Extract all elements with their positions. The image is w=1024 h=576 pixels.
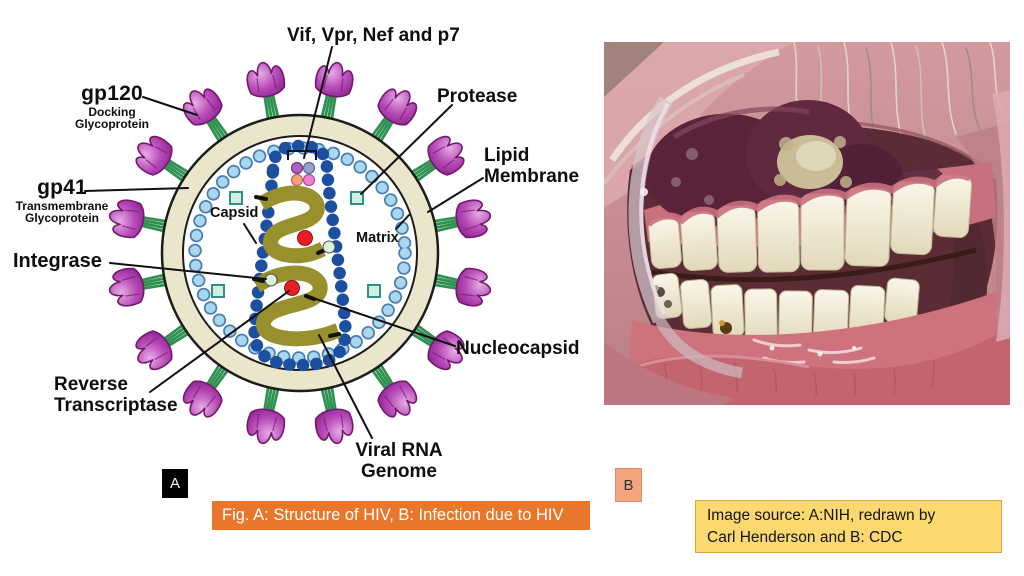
cheek-retractor xyxy=(628,96,744,379)
integrase-dots xyxy=(264,240,336,287)
figure-caption: Fig. A: Structure of HIV, B: Infection d… xyxy=(212,501,590,530)
panel-b-photo xyxy=(604,42,1010,405)
lower-teeth xyxy=(651,272,920,346)
label-protease: Protease xyxy=(437,86,518,107)
lower-lip xyxy=(604,326,1010,405)
rna-genome xyxy=(252,185,341,347)
label-gp120-group: gp120 Docking Glycoprotein xyxy=(56,82,168,131)
label-gp120-sub2: Glycoprotein xyxy=(74,117,149,132)
label-gp120: gp120 xyxy=(81,82,143,105)
panel-a-label: A xyxy=(162,469,188,498)
label-gp41: gp41 xyxy=(37,176,87,199)
label-nucleocapsid: Nucleocapsid xyxy=(456,338,580,359)
hiv-structure-diagram xyxy=(84,46,492,445)
accessory-protein-cluster xyxy=(287,150,317,187)
label-gp41-sub2: Glycoprotein xyxy=(24,211,99,226)
label-reverse-transcriptase: Reverse Transcriptase xyxy=(54,374,178,417)
leader-lines xyxy=(84,46,484,439)
label-lipid-membrane: Lipid Membrane xyxy=(484,145,580,188)
label-viral-rna-genome: Viral RNA Genome xyxy=(355,440,443,483)
facial-hair xyxy=(793,42,1003,147)
gumline xyxy=(645,171,972,227)
image-source-line2: Carl Henderson and B: CDC xyxy=(707,529,903,546)
label-gp120-sub1: Docking xyxy=(88,104,136,119)
label-integrase: Integrase xyxy=(13,250,102,272)
label-capsid: Capsid xyxy=(210,205,259,221)
upper-teeth xyxy=(648,173,973,273)
label-gp41-group: gp41 Transmembrane Glycoprotein xyxy=(6,176,118,225)
label-vif: Vif, Vpr, Nef and p7 xyxy=(287,25,460,46)
reverse-transcriptase-dots xyxy=(284,230,313,296)
protease-squares xyxy=(211,191,381,298)
label-gp41-sub1: Transmembrane xyxy=(15,198,109,213)
panel-b-label: B xyxy=(615,468,642,502)
image-source-box: Image source: A:NIH, redrawn by Carl Hen… xyxy=(695,500,1002,553)
image-source-line1: Image source: A:NIH, redrawn by xyxy=(707,507,936,524)
label-matrix: Matrix xyxy=(356,230,399,246)
